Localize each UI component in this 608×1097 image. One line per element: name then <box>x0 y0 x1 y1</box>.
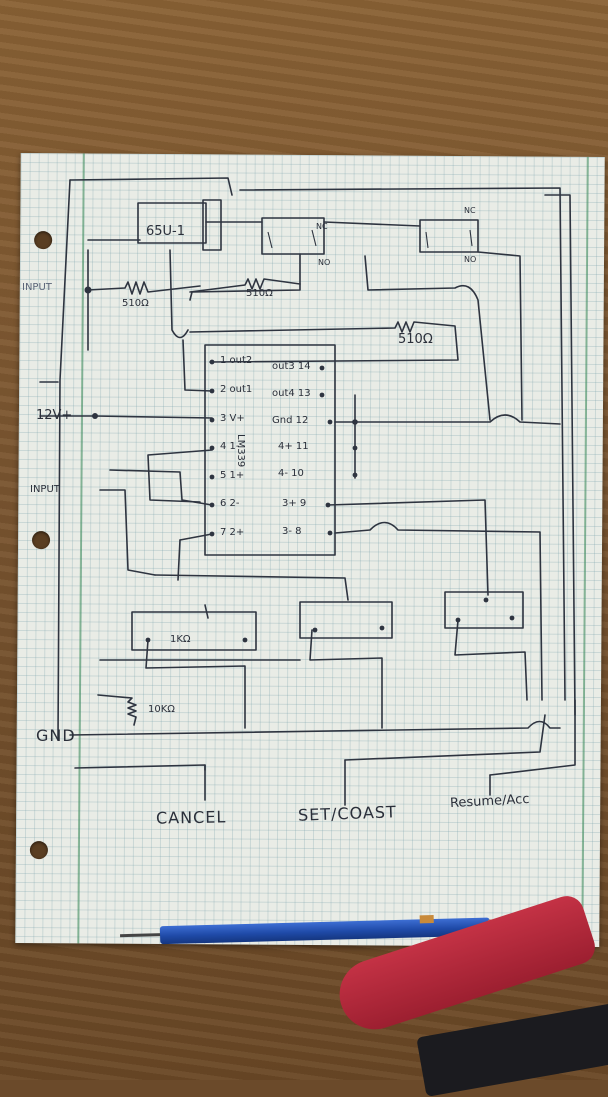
cancel-label: CANCEL <box>155 807 227 828</box>
relay-3-contacts <box>425 229 473 249</box>
pin-8-label: 3- 8 <box>282 526 302 537</box>
wire-switch1-down <box>145 639 246 729</box>
pin-3-label: 3 V+ <box>220 413 245 424</box>
resistor-510-a <box>87 281 201 295</box>
wire-12v-to-pin3 <box>94 415 213 419</box>
input-top-label: INPUT <box>22 282 52 293</box>
wire-resume <box>489 699 576 776</box>
wire-switch3-down <box>454 619 528 701</box>
pin-5-label: 5 1+ <box>220 470 245 481</box>
switch-2-box <box>299 601 393 639</box>
pin-9-label: 3+ 9 <box>282 498 307 509</box>
12v-label: 12V+ <box>36 408 73 423</box>
switch-1-box <box>131 611 257 651</box>
pin-2-label: 2 out1 <box>220 384 253 395</box>
wire-pin2 <box>182 339 213 392</box>
pencil-clip <box>419 915 434 924</box>
pin-12-label: Gnd 12 <box>272 415 309 426</box>
pencil-tip <box>120 933 163 938</box>
relay-3-no-label: NO <box>464 255 477 264</box>
wire-to-switch2 <box>154 574 349 601</box>
relay-2-no-label: NO <box>318 258 331 267</box>
wire-left-outer <box>57 179 71 741</box>
pin-14-label: out3 14 <box>272 361 311 372</box>
resistor-label-510-a: 510Ω <box>122 298 149 309</box>
pin-1-label: 1 out2 <box>220 355 253 366</box>
wire-pin4 <box>147 449 213 503</box>
switch-3-box <box>444 591 524 629</box>
relay-1-contact <box>202 199 222 251</box>
wire-12v-left <box>39 381 96 417</box>
resistor-510-c <box>189 321 459 363</box>
pin-11-label: 4+ 11 <box>278 441 309 452</box>
resistor-label-510-b: 510Ω <box>246 288 273 299</box>
resistor-label-10k: 10KΩ <box>148 704 175 715</box>
chip-left-pin-dots <box>209 359 215 537</box>
wire-input-mid <box>99 489 156 576</box>
pin-13-label: out4 13 <box>272 388 311 399</box>
resistor-10k <box>97 694 137 726</box>
switch-terminal-dots <box>145 597 515 643</box>
wire-cancel-left <box>74 764 206 771</box>
wire-relay2-down <box>189 253 301 301</box>
wire-pin8 <box>334 521 543 701</box>
relay-2-contacts <box>267 229 317 249</box>
pin-6-label: 6 2- <box>220 498 240 509</box>
wire-top-left <box>69 177 233 196</box>
set-coast-label: SET/COAST <box>297 802 398 825</box>
wire-pin7 <box>179 533 213 541</box>
wire-pin5-6 <box>109 469 213 506</box>
chip-part-label: LM339 <box>235 434 246 468</box>
relay-1-label: 65U-1 <box>146 224 186 239</box>
relay-2-box <box>261 217 325 255</box>
gnd-label: GND <box>36 726 76 745</box>
relay-1-box <box>137 202 207 244</box>
wire-pin7-down <box>177 539 181 581</box>
wire-switch2-down <box>309 629 383 729</box>
relay-3-nc-label: NC <box>464 206 476 215</box>
wire-relay2-right <box>364 255 491 421</box>
wire-gnd-bus <box>69 720 561 736</box>
resistor-label-510-c: 510Ω <box>398 332 433 347</box>
pin-10-label: 4- 10 <box>278 468 304 479</box>
input-mid-label: INPUT <box>30 484 60 495</box>
relay-3-box <box>419 219 479 253</box>
wire-relay2-relay3 <box>323 221 421 227</box>
wire-relay3-right <box>477 251 523 421</box>
wire-pin9 <box>327 499 489 596</box>
wire-relay1-down <box>169 249 189 339</box>
relay-2-nc-label: NC <box>316 222 328 231</box>
pin-7-label: 7 2+ <box>220 527 245 538</box>
resistor-label-1k: 1KΩ <box>170 634 191 645</box>
chip-right-pin-dots <box>319 365 358 536</box>
wire-set-coast <box>344 714 546 761</box>
wire-right-outer <box>544 194 576 716</box>
pin-4-label: 4 1- <box>220 441 240 452</box>
resistor-510-b <box>189 278 301 293</box>
wire-gnd-right <box>334 414 561 425</box>
wire-top-right <box>239 187 566 701</box>
